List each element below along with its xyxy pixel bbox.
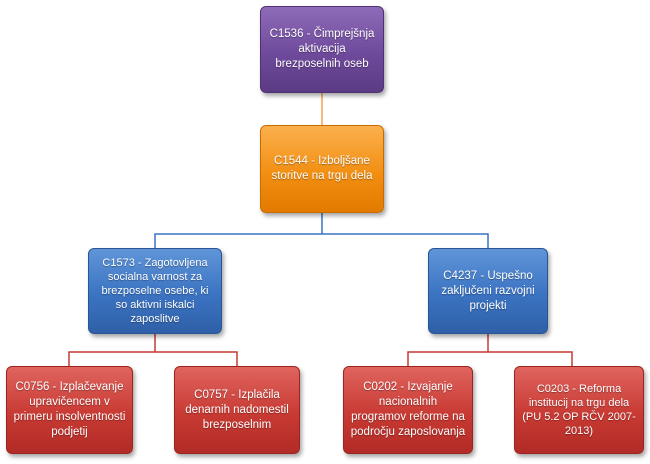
node-c4237-label: C4237 - Uspešno zaključeni razvojni proj… (441, 269, 535, 312)
node-c0757-label: C0757 - Izplačila denarnih nadomestil br… (185, 388, 289, 431)
connector-c4237-children (407, 351, 573, 366)
connector-c1544-c1573 (154, 233, 489, 248)
connector-c1573-children (68, 351, 238, 366)
node-c0756-label: C0756 - Izplačevanje upravičencem v prim… (13, 381, 126, 438)
node-c1573: C1573 - Zagotovljena socialna varnost za… (88, 248, 222, 334)
node-c1544-label: C1544 - Izboljšane storitve na trgu dela (271, 155, 373, 182)
node-c0203-label: C0203 - Reforma institucij na trgu dela … (522, 383, 636, 437)
node-c4237: C4237 - Uspešno zaključeni razvojni proj… (428, 248, 548, 334)
node-c0202-label: C0202 - Izvajanje nacionalnih programov … (350, 381, 466, 438)
node-c1536: C1536 - Čimprejšnja aktivacija brezposel… (260, 6, 384, 93)
node-c0202: C0202 - Izvajanje nacionalnih programov … (343, 366, 473, 454)
node-c1573-label: C1573 - Zagotovljena socialna varnost za… (101, 257, 209, 325)
node-c0203: C0203 - Reforma institucij na trgu dela … (514, 366, 644, 454)
node-c0757: C0757 - Izplačila denarnih nadomestil br… (174, 366, 300, 454)
node-c1536-label: C1536 - Čimprejšnja aktivacija brezposel… (269, 28, 375, 70)
node-c0756: C0756 - Izplačevanje upravičencem v prim… (6, 366, 133, 454)
node-c1544: C1544 - Izboljšane storitve na trgu dela (260, 125, 384, 213)
